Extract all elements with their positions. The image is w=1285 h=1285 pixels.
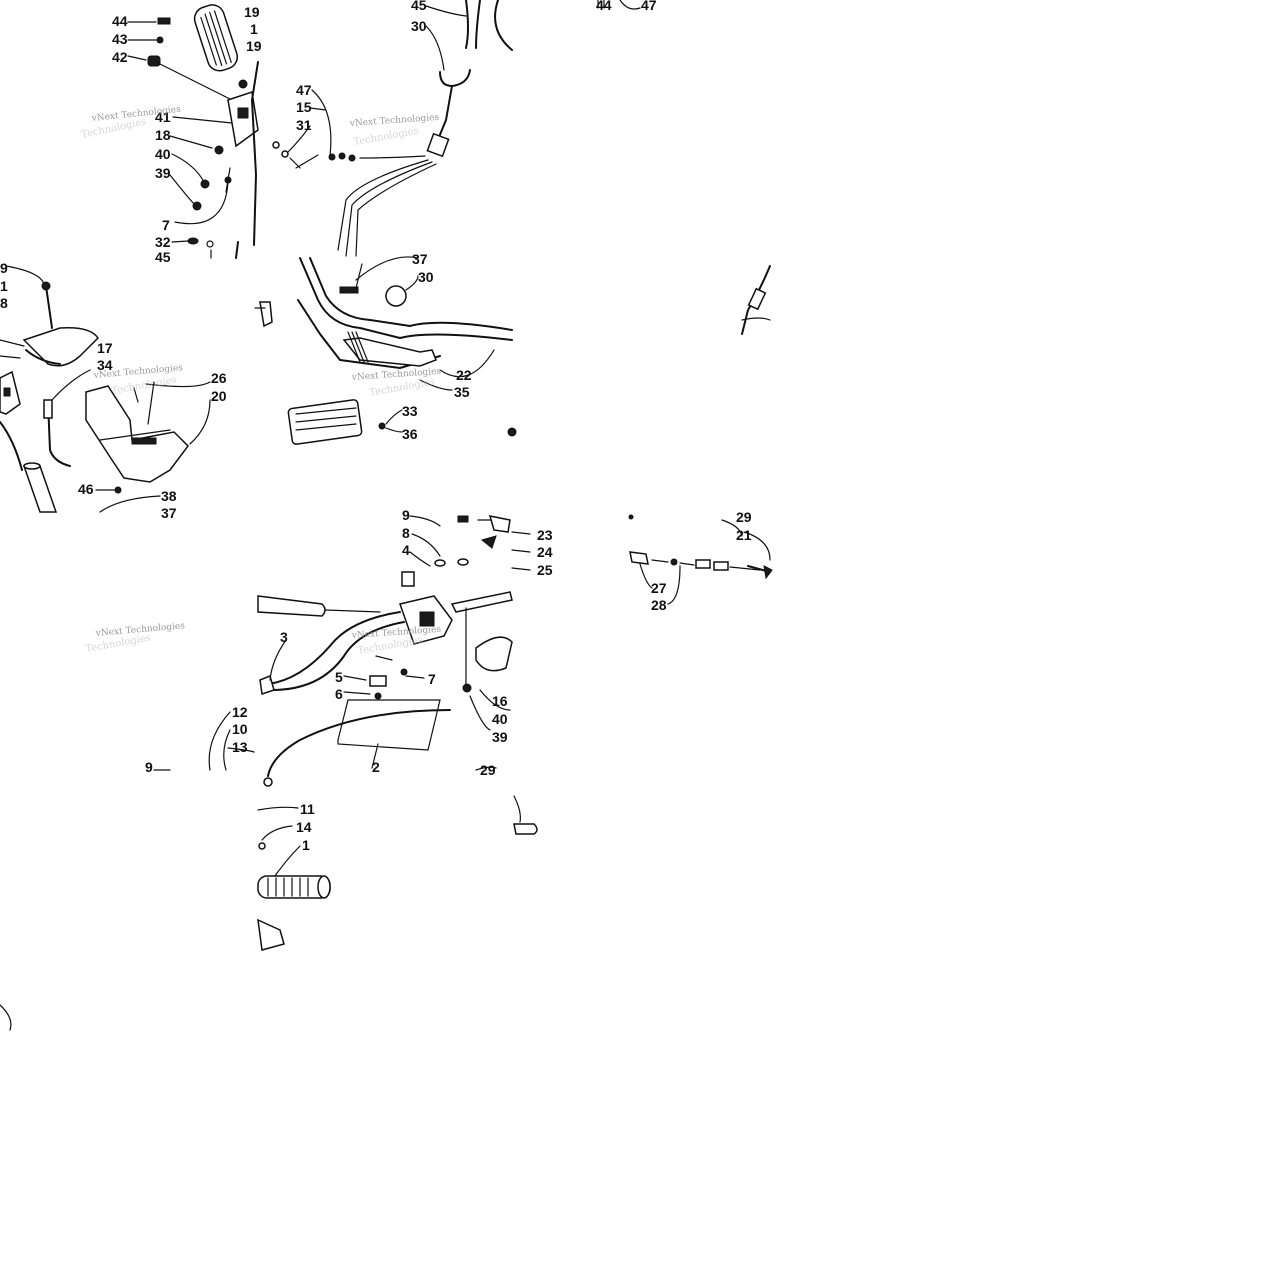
callout-13: 13 xyxy=(232,739,248,755)
callout-7: 7 xyxy=(428,671,436,687)
callout-4: 4 xyxy=(402,542,410,558)
part-42-knob xyxy=(147,55,161,67)
callout-3: 3 xyxy=(280,629,288,645)
tile-bottom-middle: 11 14 1 xyxy=(0,795,538,1031)
callout-40: 40 xyxy=(155,146,171,162)
callout-25: 25 xyxy=(537,562,553,578)
callout-40: 40 xyxy=(492,711,508,727)
callout-5: 5 xyxy=(335,669,343,685)
callout-27: 27 xyxy=(651,580,667,596)
callout-46: 46 xyxy=(78,481,94,497)
callout-47: 47 xyxy=(296,82,312,98)
callout-28: 28 xyxy=(651,597,667,613)
callout-16: 16 xyxy=(492,693,508,709)
callout-12: 12 xyxy=(232,704,248,720)
callout-17: 17 xyxy=(97,340,113,356)
cushion-pad xyxy=(287,399,363,445)
callout-31: 31 xyxy=(296,117,312,133)
callout-8: 8 xyxy=(0,295,8,311)
callout-44-small: 44 xyxy=(596,0,612,13)
tile-middle-left: 9 1 8 17 34 26 20 46 38 37 vNext Technol… xyxy=(0,260,227,521)
callout-35: 35 xyxy=(454,384,470,400)
callout-30: 30 xyxy=(411,18,427,34)
callout-24: 24 xyxy=(537,544,553,560)
tile-top-right: 44 47 xyxy=(596,0,657,13)
callout-9: 9 xyxy=(402,507,410,523)
tile-top-middle: 45 30 47 15 31 vNext Technologies Techno… xyxy=(272,0,513,257)
callout-33: 33 xyxy=(402,403,418,419)
tile-lower-left: 12 10 13 9 vNext Technologies Technologi… xyxy=(85,621,255,775)
callout-11: 11 xyxy=(300,801,315,817)
watermark-faint-2: Technologies xyxy=(353,126,420,148)
callout-2: 2 xyxy=(372,759,380,775)
callout-39: 39 xyxy=(155,165,171,181)
callout-19-lower: 19 xyxy=(246,38,262,54)
callout-29: 29 xyxy=(480,762,496,778)
brake-lever-housing xyxy=(399,558,469,645)
tile-top-left: 44 43 42 19 1 19 41 18 40 39 7 32 45 vNe… xyxy=(80,4,262,265)
callout-42: 42 xyxy=(112,49,128,65)
callout-1: 1 xyxy=(250,21,258,37)
callout-29: 29 xyxy=(736,509,752,525)
callout-18: 18 xyxy=(155,127,171,143)
callout-37: 37 xyxy=(412,251,428,267)
callout-32: 32 xyxy=(155,234,171,250)
callout-47: 47 xyxy=(641,0,657,13)
callout-45: 45 xyxy=(155,249,171,265)
callout-10: 10 xyxy=(232,721,248,737)
callout-26: 26 xyxy=(211,370,227,386)
callout-9: 9 xyxy=(145,759,153,775)
callout-22: 22 xyxy=(456,367,472,383)
tile-lower-middle: 9 8 4 23 24 25 3 5 6 7 16 40 39 2 29 vNe… xyxy=(257,507,553,787)
callout-19-top: 19 xyxy=(244,4,260,20)
tile-lower-right: 29 21 27 28 xyxy=(628,509,773,613)
callout-37: 37 xyxy=(161,505,177,521)
part-43-screw xyxy=(156,36,164,44)
throttle-block xyxy=(227,79,259,148)
callout-7: 7 xyxy=(162,217,170,233)
callout-1: 1 xyxy=(302,837,310,853)
callout-6: 6 xyxy=(335,686,343,702)
callout-14: 14 xyxy=(296,819,312,835)
callout-38: 38 xyxy=(161,488,177,504)
callout-1: 1 xyxy=(0,278,8,294)
part-44-clip xyxy=(157,17,171,25)
tile-middle-right xyxy=(741,265,771,335)
handlebar-grip xyxy=(193,4,239,72)
callout-43: 43 xyxy=(112,31,128,47)
callout-45: 45 xyxy=(411,0,427,13)
callout-44: 44 xyxy=(112,13,128,29)
callout-41: 41 xyxy=(155,109,171,125)
tile-middle-middle: 37 30 22 35 33 36 vNext Technologies Tec… xyxy=(254,251,517,445)
handlebar-grip-right xyxy=(257,875,331,899)
callout-36: 36 xyxy=(402,426,418,442)
callout-30: 30 xyxy=(418,269,434,285)
callout-21: 21 xyxy=(736,527,752,543)
callout-8: 8 xyxy=(402,525,410,541)
callout-23: 23 xyxy=(537,527,553,543)
callout-20: 20 xyxy=(211,388,227,404)
watermark-2: vNext Technologies xyxy=(349,113,440,129)
callout-34: 34 xyxy=(97,357,113,373)
callout-15: 15 xyxy=(296,99,312,115)
callout-39: 39 xyxy=(492,729,508,745)
callout-9: 9 xyxy=(0,260,8,276)
